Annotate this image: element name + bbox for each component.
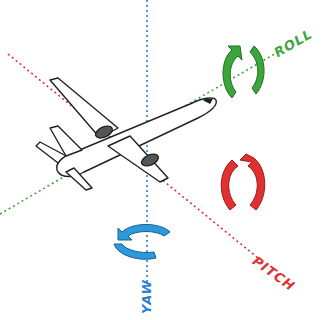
yaw-label: YAW xyxy=(140,279,153,314)
airplane xyxy=(36,78,216,190)
pitch-rotation-arrow xyxy=(221,154,265,210)
roll-label: ROLL xyxy=(272,27,315,59)
yaw-rotation-arrow xyxy=(114,225,170,260)
pitch-axis xyxy=(8,54,258,258)
pitch-label: PITCH xyxy=(250,254,297,293)
roll-rotation-arrow xyxy=(223,46,264,98)
roll-axis xyxy=(0,52,278,214)
